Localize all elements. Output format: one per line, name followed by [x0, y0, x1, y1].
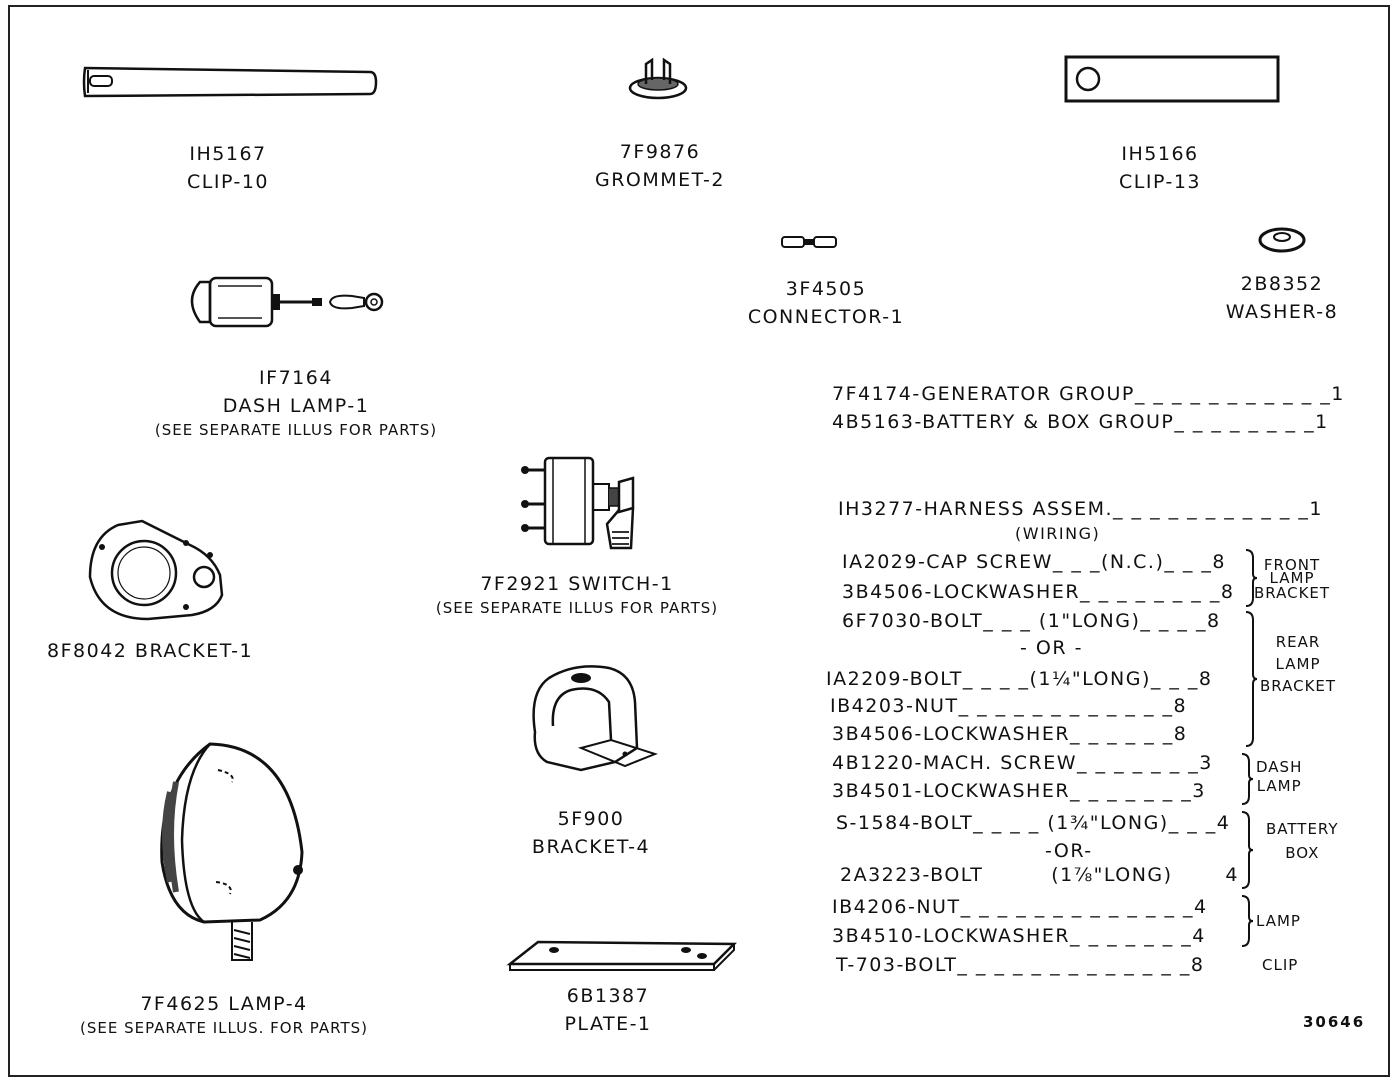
brace-battery-box [1241, 811, 1254, 889]
group-front-label-2: LAMP [1269, 569, 1315, 587]
connector-1-name: CONNECTOR-1 [747, 306, 905, 328]
grommet-2-name: GROMMET-2 [595, 169, 725, 191]
clip-13-name: CLIP-13 [1118, 171, 1202, 193]
washer-8-label: 2B8352 WASHER-8 [1226, 270, 1338, 326]
switch-1-drawing [521, 456, 635, 550]
bracket-1-drawing [88, 519, 224, 621]
connector-1-drawing [781, 236, 837, 248]
brace-front-lamp [1245, 549, 1258, 607]
connector-1-number: 3F4505 [785, 278, 867, 300]
switch-1-note: (SEE SEPARATE ILLUS FOR PARTS) [435, 599, 719, 617]
washer-8-name: WASHER-8 [1225, 301, 1339, 323]
bracket-4-label: 5F900 BRACKET-4 [532, 805, 650, 861]
brace-dash-lamp [1241, 753, 1254, 805]
group-lamp: LAMP [1256, 912, 1301, 931]
list-line-bolt-6f7030: 6F7030-BOLT_ _ _ (1"LONG)_ _ _ _8 [842, 610, 1221, 632]
sheet-number: 30646 [1303, 1013, 1366, 1031]
bracket-1-label: 8F8042 BRACKET-1 [47, 640, 254, 662]
plate-1-name: PLATE-1 [564, 1013, 652, 1035]
group-rear-label-2: LAMP [1275, 655, 1321, 673]
grommet-2-drawing [628, 57, 688, 100]
brace-rear-lamp [1245, 611, 1258, 747]
list-line-lockwasher-1: 3B4506-LOCKWASHER_ _ _ _ _ _ _ _8 [842, 581, 1235, 603]
group-clip-label: CLIP [1262, 956, 1299, 974]
list-line-bolt-1a2209: IA2209-BOLT_ _ _ _(1¼"LONG)_ _ _8 [826, 668, 1213, 690]
parts-sheet [8, 5, 1390, 1077]
group-lamp-label: LAMP [1256, 912, 1301, 930]
switch-1-name: 7F2921 SWITCH-1 [480, 573, 674, 595]
plate-1-number: 6B1387 [566, 985, 650, 1007]
list-line-or-1: - OR - [1020, 637, 1083, 659]
dash-lamp-1-label: IF7164 DASH LAMP-1 (SEE SEPARATE ILLUS F… [155, 364, 437, 440]
lamp-4-name: 7F4625 LAMP-4 [140, 993, 308, 1015]
list-line-generator: 7F4174-GENERATOR GROUP_ _ _ _ _ _ _ _ _ … [832, 383, 1345, 405]
list-line-cap-screw: IA2029-CAP SCREW_ _ _(N.C.)_ _ _8 [842, 551, 1227, 573]
dash-lamp-1-drawing [190, 276, 384, 328]
list-line-t703-bolt: T-703-BOLT_ _ _ _ _ _ _ _ _ _ _ _ _8 [836, 954, 1205, 976]
bracket-4-drawing [532, 665, 658, 772]
group-battery-label-1: BATTERY [1266, 820, 1339, 838]
group-rear-label-1: REAR [1275, 633, 1321, 651]
clip-13-label: IH5166 CLIP-13 [1119, 140, 1201, 196]
clip-13-drawing [1064, 55, 1280, 103]
bracket-4-number: 5F900 [557, 808, 625, 830]
list-line-bolt-2a3223: 2A3223-BOLT (1⅞"LONG) 4 [840, 864, 1239, 886]
group-front-lamp-bracket: FRONT LAMP BRACKET [1254, 556, 1330, 603]
list-line-lockwasher-3: 3B4501-LOCKWASHER_ _ _ _ _ _ _3 [832, 780, 1206, 802]
clip-13-number: IH5166 [1121, 143, 1199, 165]
group-rear-label-3: BRACKET [1260, 677, 1337, 695]
group-clip: CLIP [1262, 956, 1298, 975]
lamp-4-drawing [160, 742, 304, 961]
list-line-nut-1b4203: IB4203-NUT_ _ _ _ _ _ _ _ _ _ _ _8 [830, 695, 1188, 717]
list-line-lockwasher-4: 3B4510-LOCKWASHER_ _ _ _ _ _ _4 [832, 925, 1206, 947]
group-front-label-3: BRACKET [1254, 584, 1331, 602]
grommet-2-label: 7F9876 GROMMET-2 [595, 138, 725, 194]
list-line-battery-box: 4B5163-BATTERY & BOX GROUP_ _ _ _ _ _ _ … [832, 411, 1329, 433]
group-dash-lamp: DASH LAMP [1256, 758, 1302, 796]
plate-1-drawing [506, 940, 737, 971]
list-line-harness: IH3277-HARNESS ASSEM._ _ _ _ _ _ _ _ _ _… [838, 498, 1324, 520]
list-line-or-2: -OR- [1045, 840, 1093, 862]
dash-lamp-1-name: DASH LAMP-1 [222, 395, 370, 417]
list-line-bolt-s1584: S-1584-BOLT_ _ _ _ (1¾"LONG)_ _ _4 [836, 812, 1231, 834]
clip-10-name: CLIP-10 [186, 171, 270, 193]
clip-10-number: IH5167 [189, 143, 267, 165]
list-line-wiring: (WIRING) [1015, 524, 1101, 543]
brace-lamp [1241, 895, 1254, 947]
clip-10-label: IH5167 CLIP-10 [187, 140, 269, 196]
group-rear-lamp-bracket: REAR LAMP BRACKET [1260, 633, 1336, 696]
clip-10-drawing [82, 66, 378, 98]
lamp-4-label: 7F4625 LAMP-4 (SEE SEPARATE ILLUS. FOR P… [80, 990, 368, 1038]
list-line-lockwasher-2: 3B4506-LOCKWASHER_ _ _ _ _ _8 [832, 723, 1188, 745]
lamp-4-note: (SEE SEPARATE ILLUS. FOR PARTS) [79, 1019, 369, 1037]
group-dash-label-2: LAMP [1256, 777, 1302, 795]
group-battery-box: BATTERY BOX [1266, 820, 1339, 863]
connector-1-label: 3F4505 CONNECTOR-1 [748, 275, 904, 331]
washer-8-number: 2B8352 [1240, 273, 1324, 295]
bracket-4-name: BRACKET-4 [531, 836, 651, 858]
grommet-2-number: 7F9876 [619, 141, 701, 163]
dash-lamp-1-note: (SEE SEPARATE ILLUS FOR PARTS) [154, 421, 438, 439]
list-line-nut-1b4206: IB4206-NUT_ _ _ _ _ _ _ _ _ _ _ _ _4 [832, 896, 1208, 918]
list-line-mach-screw: 4B1220-MACH. SCREW_ _ _ _ _ _ _3 [832, 752, 1213, 774]
switch-1-label: 7F2921 SWITCH-1 (SEE SEPARATE ILLUS FOR … [436, 570, 718, 618]
group-battery-label-2: BOX [1285, 844, 1320, 862]
washer-8-drawing [1258, 227, 1306, 253]
plate-1-label: 6B1387 PLATE-1 [564, 982, 651, 1038]
group-dash-label-1: DASH [1256, 758, 1303, 776]
dash-lamp-1-number: IF7164 [259, 367, 333, 389]
group-front-label-1: FRONT [1263, 556, 1321, 574]
